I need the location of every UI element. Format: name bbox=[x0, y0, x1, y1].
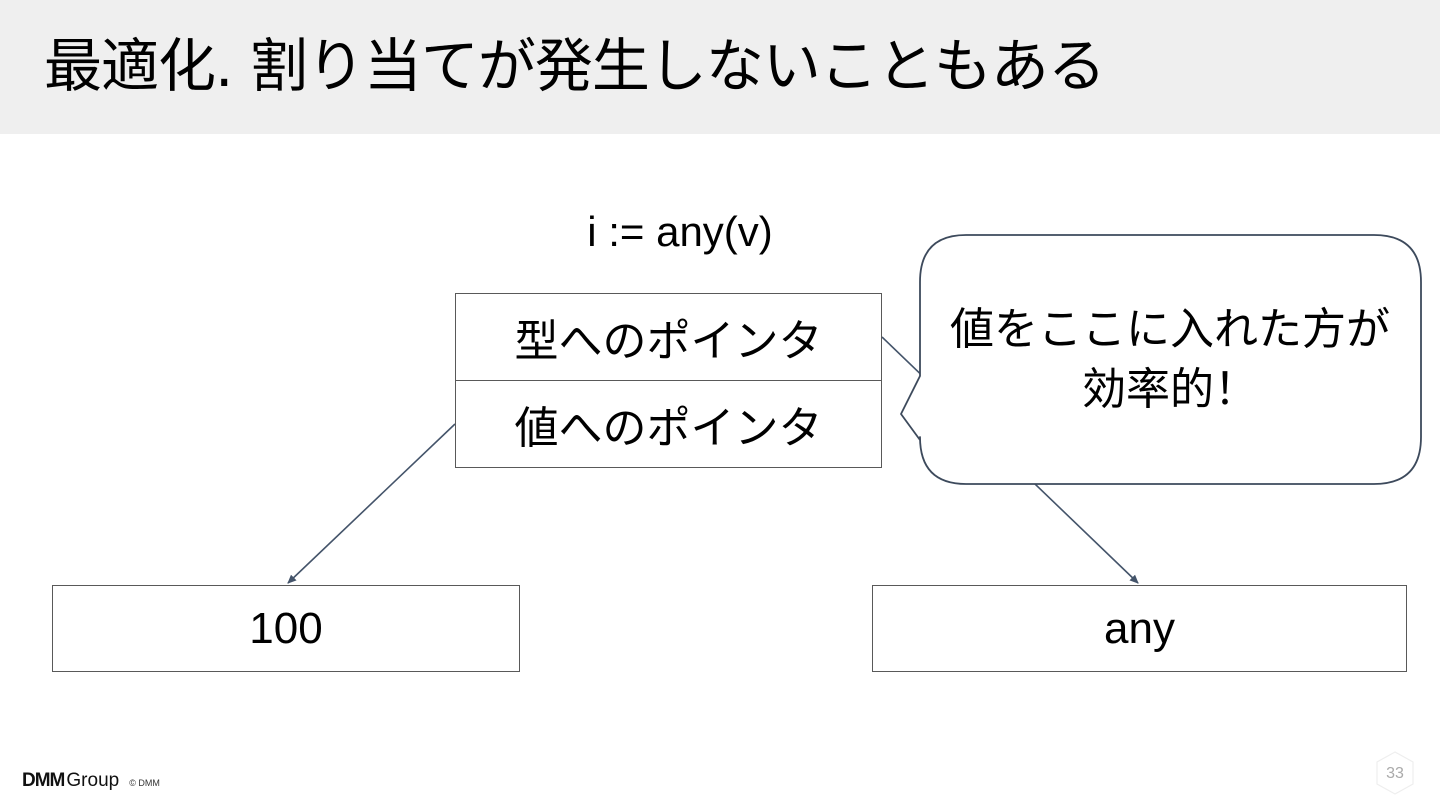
value-pointer-cell: 値へのポインタ bbox=[455, 380, 882, 468]
value-any-label: any bbox=[1104, 603, 1175, 653]
page-number-hexagon bbox=[1376, 751, 1414, 795]
arrow-to-100 bbox=[287, 423, 456, 584]
copyright-text: © DMM bbox=[129, 778, 160, 788]
title-bar: 最適化. 割り当てが発生しないこともある bbox=[0, 0, 1440, 134]
value-100-label: 100 bbox=[249, 603, 323, 653]
slide-title: 最適化. 割り当てが発生しないこともある bbox=[44, 32, 1106, 100]
callout-line-2: 効率的！ bbox=[1082, 364, 1258, 415]
callout-text: 値をここに入れた方が 効率的！ bbox=[930, 300, 1410, 420]
type-pointer-label: 型へのポインタ bbox=[514, 316, 823, 367]
group-logo-text: Group bbox=[66, 770, 120, 791]
value-pointer-label: 値へのポインタ bbox=[514, 403, 823, 454]
value-box-any: any bbox=[872, 585, 1407, 672]
speech-bubble-shape bbox=[900, 234, 1422, 485]
assignment-expression: i := any(v) bbox=[587, 208, 773, 255]
callout-line-1: 値をここに入れた方が bbox=[950, 304, 1390, 355]
type-pointer-cell: 型へのポインタ bbox=[455, 293, 882, 381]
page-number: 33 bbox=[1386, 765, 1404, 782]
value-box-100: 100 bbox=[52, 585, 520, 672]
dmm-logo: DMM bbox=[22, 770, 65, 791]
footer-logo: DMM Group © DMM bbox=[22, 770, 160, 792]
